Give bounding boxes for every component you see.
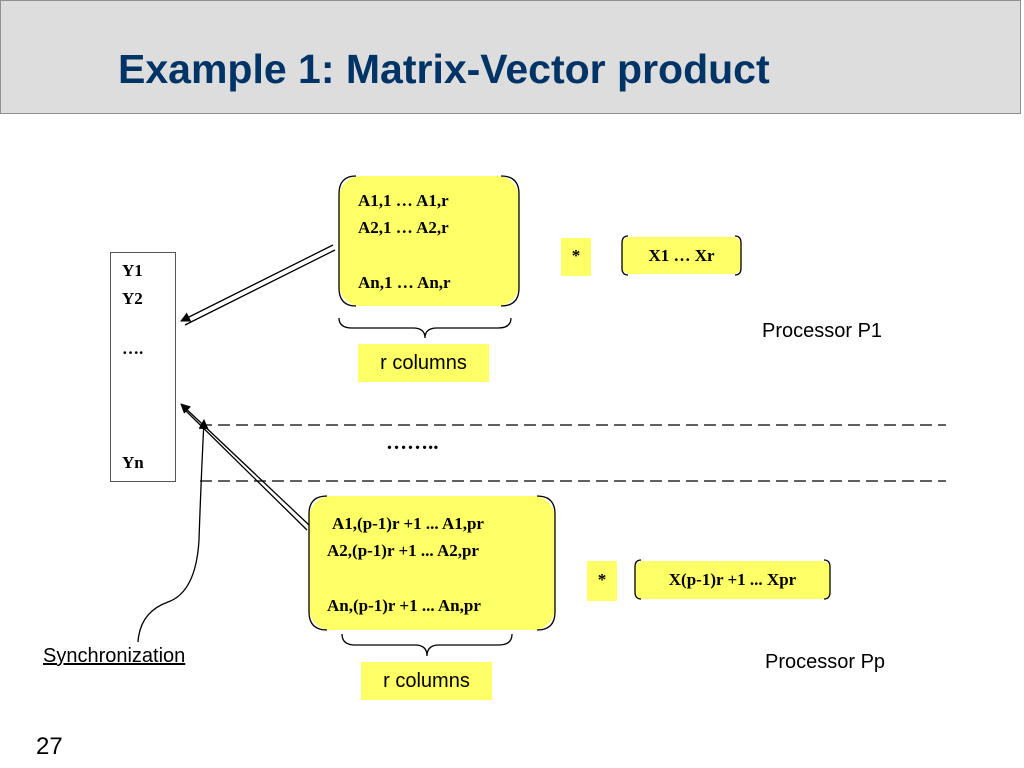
pp-matrix-rown: An,(p-1)r +1 ... An,pr (327, 596, 481, 615)
p1-matrix-row1: A1,1 … A1,r (358, 191, 449, 210)
pp-arrow-line-b (184, 409, 308, 531)
pp-x-left-bracket (634, 559, 642, 600)
pp-brace (341, 633, 513, 657)
title-bar (0, 0, 1021, 114)
pp-matrix-row1: A1,(p-1)r +1 ... A1,pr (332, 514, 484, 533)
p1-arrow-line-b (184, 249, 336, 326)
pp-matrix-left-bracket (308, 495, 328, 631)
pp-x-right-bracket (823, 559, 831, 600)
y1-label: Y1 (122, 261, 143, 280)
synchronization-arrow (137, 419, 209, 643)
p1-matrix-right-bracket (500, 175, 520, 307)
p1-x-vector: X1 … Xr (622, 237, 741, 274)
pp-multiply-sign: * (587, 561, 617, 601)
processor-pp-label: Processor Pp (765, 651, 886, 673)
p1-x-left-bracket (621, 235, 629, 276)
p1-multiply-sign: * (561, 238, 591, 276)
p1-arrow-line-a (180, 244, 334, 322)
separator-ellipsis: …….. (386, 430, 439, 454)
pp-x-vector: X(p-1)r +1 ... Xpr (635, 561, 830, 599)
synchronization-label: Synchronization (43, 645, 186, 667)
pp-matrix-block: A1,(p-1)r +1 ... A1,pr A2,(p-1)r +1 ... … (309, 496, 555, 630)
p1-matrix-block: A1,1 … A1,r A2,1 … A2,r An,1 … An,r (339, 176, 519, 306)
pp-matrix-right-bracket (536, 495, 556, 631)
p1-matrix-left-bracket (338, 175, 357, 307)
slide-title: Example 1: Matrix-Vector product (118, 46, 770, 92)
p1-x-right-bracket (734, 235, 742, 276)
p1-brace (338, 317, 512, 339)
y2-label: Y2 (122, 289, 143, 308)
pp-matrix-row2: A2,(p-1)r +1 ... A2,pr (327, 541, 479, 560)
page-number: 27 (36, 733, 63, 760)
processor-p1-label: Processor P1 (762, 320, 883, 342)
p1-matrix-row2: A2,1 … A2,r (358, 218, 449, 237)
p1-r-columns-label: r columns (358, 344, 489, 382)
result-vector-box: Y1 Y2 …. Yn (110, 252, 176, 482)
y-ellipsis: …. (122, 339, 144, 358)
p1-matrix-rown: An,1 … An,r (358, 273, 451, 292)
pp-r-columns-label: r columns (361, 662, 492, 700)
yn-label: Yn (122, 453, 144, 472)
